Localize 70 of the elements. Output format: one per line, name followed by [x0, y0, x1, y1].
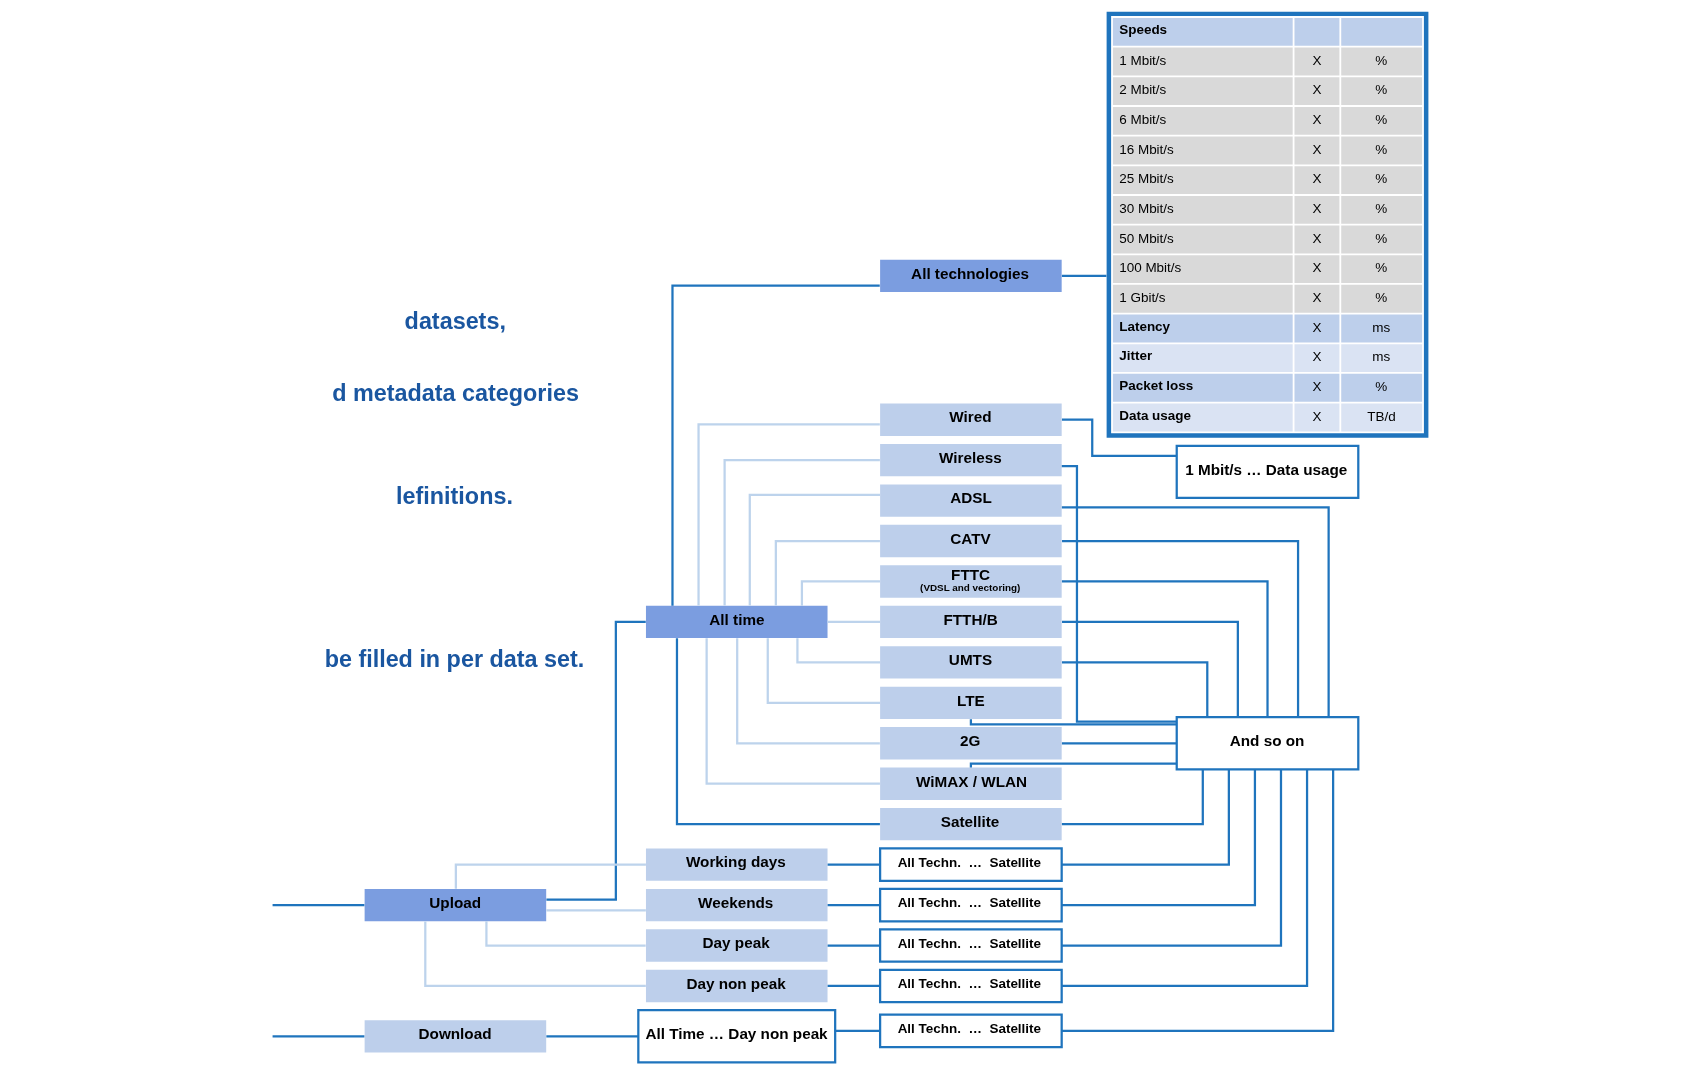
connector	[1061, 769, 1335, 1033]
node-box: All Techn. … Satellite	[879, 928, 1063, 963]
connector	[827, 944, 881, 947]
node-box: 1 Mbit/s … Data usage	[1175, 444, 1360, 500]
connector	[796, 638, 881, 664]
connector	[748, 493, 880, 606]
connector	[827, 863, 881, 866]
node-box: FTTH/B	[880, 605, 1062, 639]
node-box: Wireless	[880, 443, 1062, 477]
connector	[1061, 506, 1330, 718]
connector	[774, 539, 880, 606]
connector	[546, 620, 646, 901]
label: be filled in per data set.	[324, 646, 585, 673]
node-box: UMTS	[880, 646, 1062, 679]
node-box: And so on	[1175, 716, 1360, 771]
connector	[1061, 742, 1177, 745]
node-box: Satellite	[880, 808, 1062, 841]
connector	[1061, 580, 1269, 717]
connector	[736, 638, 880, 745]
connector	[766, 638, 880, 704]
node-box: CATV	[880, 524, 1062, 558]
connector	[546, 909, 646, 912]
node-box: WiMAX / WLAN	[880, 767, 1062, 800]
connector	[697, 423, 880, 606]
connector	[1061, 769, 1230, 866]
connector	[827, 620, 881, 624]
connector	[1061, 769, 1283, 947]
node-box: Weekends	[645, 888, 828, 922]
label: d metadata categories	[332, 380, 579, 407]
node-box: LTE	[880, 686, 1062, 719]
connector	[1061, 465, 1177, 723]
connector	[671, 284, 880, 606]
connector	[1061, 418, 1177, 458]
connector	[272, 1035, 365, 1038]
node-box: Day peak	[645, 929, 828, 962]
node-box: All Techn. … Satellite	[879, 1013, 1063, 1049]
connector	[723, 459, 880, 606]
connector	[1062, 539, 1300, 717]
node-box: 2G	[880, 727, 1062, 760]
node-box: All technologies	[880, 259, 1062, 293]
label: lefinitions.	[396, 482, 513, 509]
node-box: All Techn. … Satellite	[879, 887, 1063, 923]
connector	[272, 903, 365, 907]
node-box: ADSL	[880, 484, 1062, 517]
node-box: All time	[645, 605, 828, 639]
node-box: All Techn. … Satellite	[879, 847, 1063, 882]
connector	[1061, 769, 1257, 907]
node-box: Wired	[880, 403, 1062, 436]
connector	[800, 580, 880, 606]
connector	[1061, 661, 1209, 717]
connector	[835, 1029, 880, 1033]
label: datasets,	[404, 308, 506, 335]
node-box: FTTC (VDSL and vectoring)	[880, 565, 1062, 598]
connector	[1061, 769, 1309, 988]
node-box: Upload	[364, 888, 547, 922]
connector	[1061, 769, 1204, 826]
node-box: All Techn. … Satellite	[879, 968, 1063, 1004]
connector	[1062, 620, 1239, 717]
node-box: Download	[364, 1020, 547, 1053]
node-box: Working days	[645, 848, 828, 881]
connector	[969, 719, 1177, 726]
connector	[1061, 274, 1107, 277]
connector	[705, 638, 880, 785]
connector	[424, 921, 646, 988]
connector	[546, 1035, 639, 1038]
connector	[675, 638, 880, 826]
node-box: All Time … Day non peak	[637, 1009, 837, 1064]
connector	[827, 984, 881, 988]
connector	[827, 903, 881, 907]
node-box: Day non peak	[645, 969, 828, 1003]
